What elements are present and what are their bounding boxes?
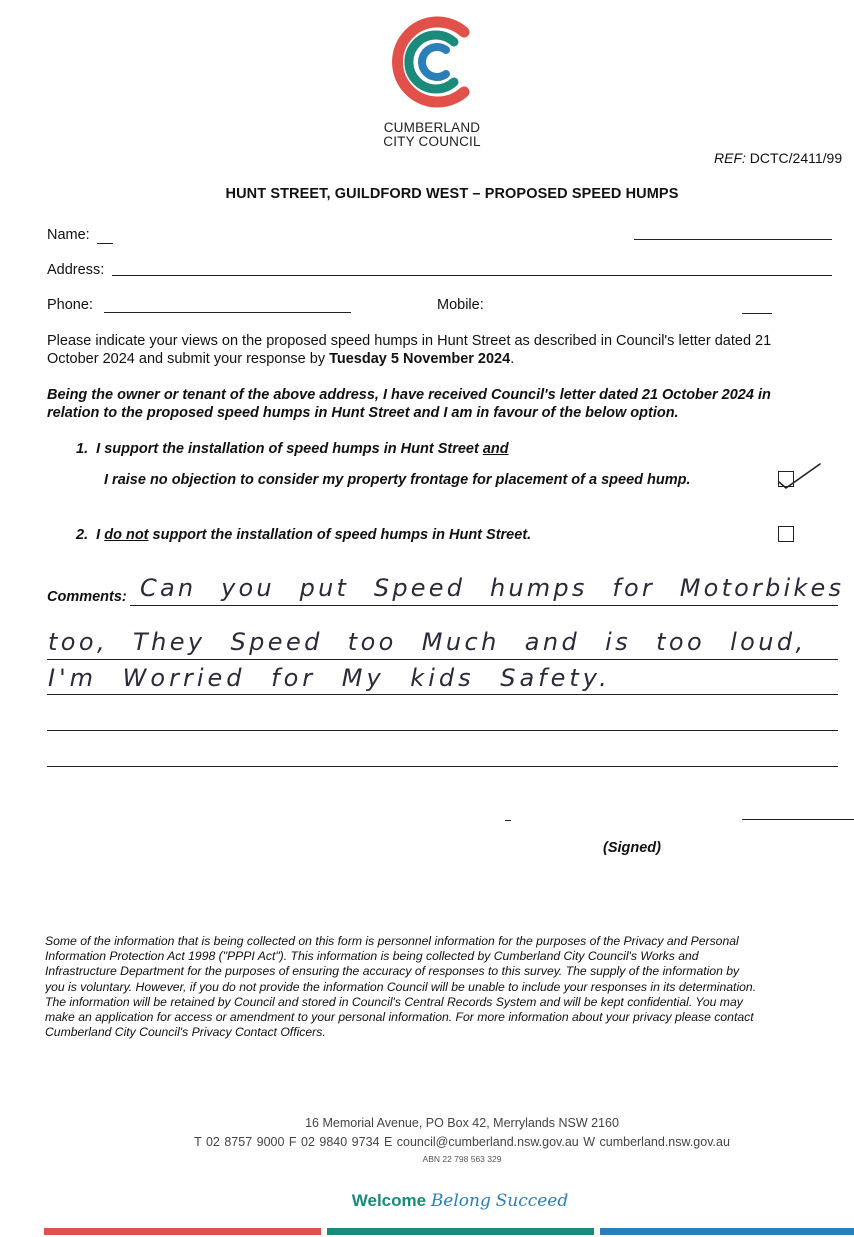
phone-line[interactable] — [104, 312, 351, 313]
council-logo-icon — [392, 16, 470, 108]
comments-label: Comments: — [47, 589, 127, 605]
name-line[interactable] — [97, 243, 113, 244]
footer-bar-blue — [600, 1228, 854, 1235]
handwritten-comment-3: I'm Worried for My kids Safety. — [48, 664, 611, 692]
address-label: Address: — [47, 262, 105, 278]
option-1-line1: 1. I support the installation of speed h… — [76, 441, 509, 457]
option-2-checkbox[interactable] — [778, 526, 794, 542]
footer-contact: T 02 8757 9000 F 02 9840 9734 E council@… — [194, 1135, 730, 1149]
org-name: CUMBERLAND CITY COUNCIL — [383, 120, 481, 149]
signature-mark — [505, 820, 511, 821]
footer-bar-teal — [327, 1228, 594, 1235]
comments-line-1[interactable] — [130, 605, 838, 606]
comments-line-4[interactable] — [47, 730, 838, 731]
phone-label: Phone: — [47, 297, 93, 313]
declaration-paragraph: Being the owner or tenant of the above a… — [47, 387, 771, 421]
form-title: HUNT STREET, GUILDFORD WEST – PROPOSED S… — [225, 186, 679, 202]
comments-line-2[interactable] — [47, 659, 838, 660]
footer-bar-red — [44, 1228, 321, 1235]
handwritten-comment-2: too, They Speed too Much and is too loud… — [48, 628, 807, 656]
intro-paragraph: Please indicate your views on the propos… — [47, 333, 772, 367]
name-label: Name: — [47, 227, 90, 243]
option-1-checkbox[interactable] — [778, 471, 794, 487]
signature-line[interactable] — [742, 819, 854, 820]
comments-line-5[interactable] — [47, 766, 838, 767]
reference-number: REF: DCTC/2411/99 — [714, 150, 843, 166]
option-2-line: 2. I do not support the installation of … — [76, 527, 532, 543]
footer-slogan: Welcome Belong Succeed — [351, 1191, 569, 1211]
signed-label: (Signed) — [603, 840, 661, 856]
option-1-line2: I raise no objection to consider my prop… — [104, 472, 691, 488]
name-line-right[interactable] — [634, 239, 832, 240]
footer-address: 16 Memorial Avenue, PO Box 42, Merryland… — [305, 1116, 619, 1130]
comments-line-3[interactable] — [47, 694, 838, 695]
footer-abn: ABN 22 798 563 329 — [422, 1154, 502, 1164]
mobile-line[interactable] — [742, 313, 772, 314]
mobile-label: Mobile: — [437, 297, 484, 313]
checkmark-icon — [778, 463, 821, 490]
address-line[interactable] — [112, 275, 832, 276]
handwritten-comment-1: Can you put Speed humps for Motorbikes — [140, 574, 845, 602]
privacy-notice: Some of the information that is being co… — [45, 934, 757, 1040]
